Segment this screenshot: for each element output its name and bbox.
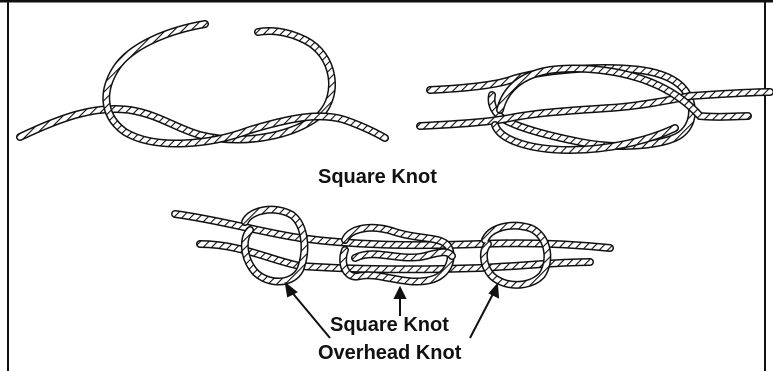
arrow-left-overhead	[290, 290, 330, 338]
arrowhead-center	[395, 288, 405, 298]
arrow-right-overhead	[470, 292, 494, 338]
label-overhead-knot: Overhead Knot	[318, 342, 461, 365]
square-knot-tight	[420, 68, 770, 150]
label-square-knot-top: Square Knot	[318, 166, 437, 189]
label-square-knot-bottom: Square Knot	[330, 314, 449, 337]
arrowhead-right	[490, 285, 498, 297]
knot-chain	[175, 210, 610, 285]
square-knot-loose	[20, 24, 385, 144]
